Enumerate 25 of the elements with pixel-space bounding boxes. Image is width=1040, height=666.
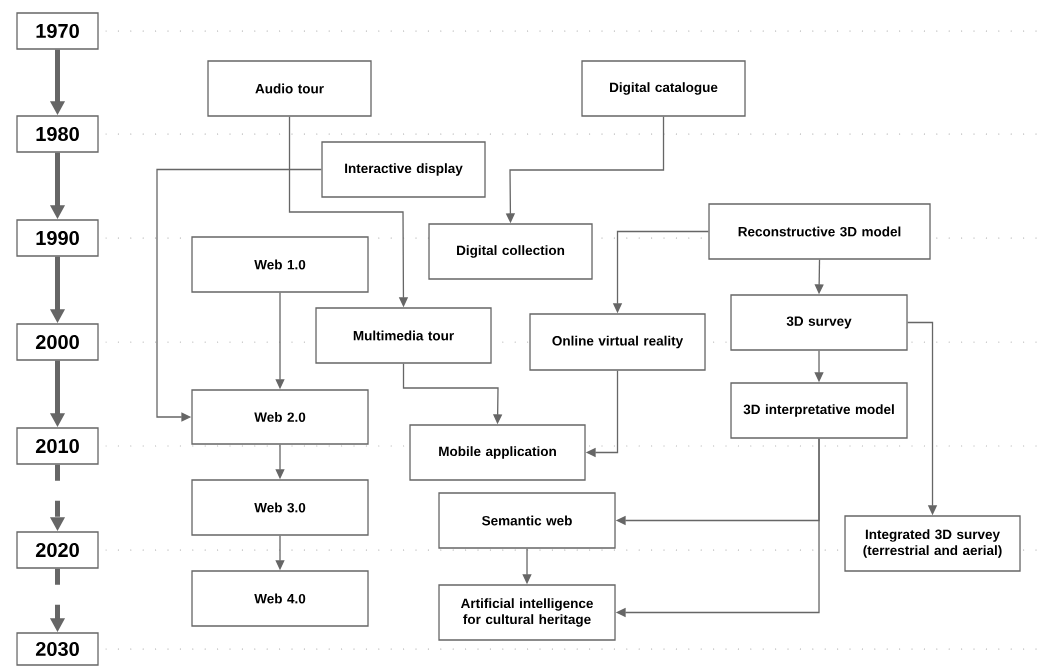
process-box: Artificial intelligence for cultural heritage [438, 584, 616, 641]
process-box: Mobile application [409, 424, 586, 481]
process-box: 3D interpretative model [730, 382, 908, 439]
process-box: Digital collection [428, 223, 593, 280]
year-box: 1970 [16, 12, 99, 50]
process-box: Multimedia tour [315, 307, 492, 364]
process-box: Digital catalogue [581, 60, 746, 117]
process-box: Online virtual reality [529, 313, 706, 371]
year-box: 1980 [16, 115, 99, 153]
process-box: Interactive display [321, 141, 486, 198]
process-box: Reconstructive 3D model [708, 203, 931, 260]
process-box: Web 4.0 [191, 570, 369, 627]
process-box: Audio tour [207, 60, 372, 117]
year-box: 2020 [16, 531, 99, 569]
process-box: Web 2.0 [191, 389, 369, 445]
year-box: 2030 [16, 632, 99, 666]
process-box: Integrated 3D survey (terrestrial and aerial) [844, 515, 1021, 572]
process-box: Web 1.0 [191, 236, 369, 293]
year-box: 2000 [16, 323, 99, 361]
process-box: Web 3.0 [191, 479, 369, 536]
process-box: Semantic web [438, 492, 616, 549]
year-box: 1990 [16, 219, 99, 257]
arrow [156, 168, 322, 422]
year-box: 2010 [16, 427, 99, 465]
process-box: 3D survey [730, 294, 908, 351]
